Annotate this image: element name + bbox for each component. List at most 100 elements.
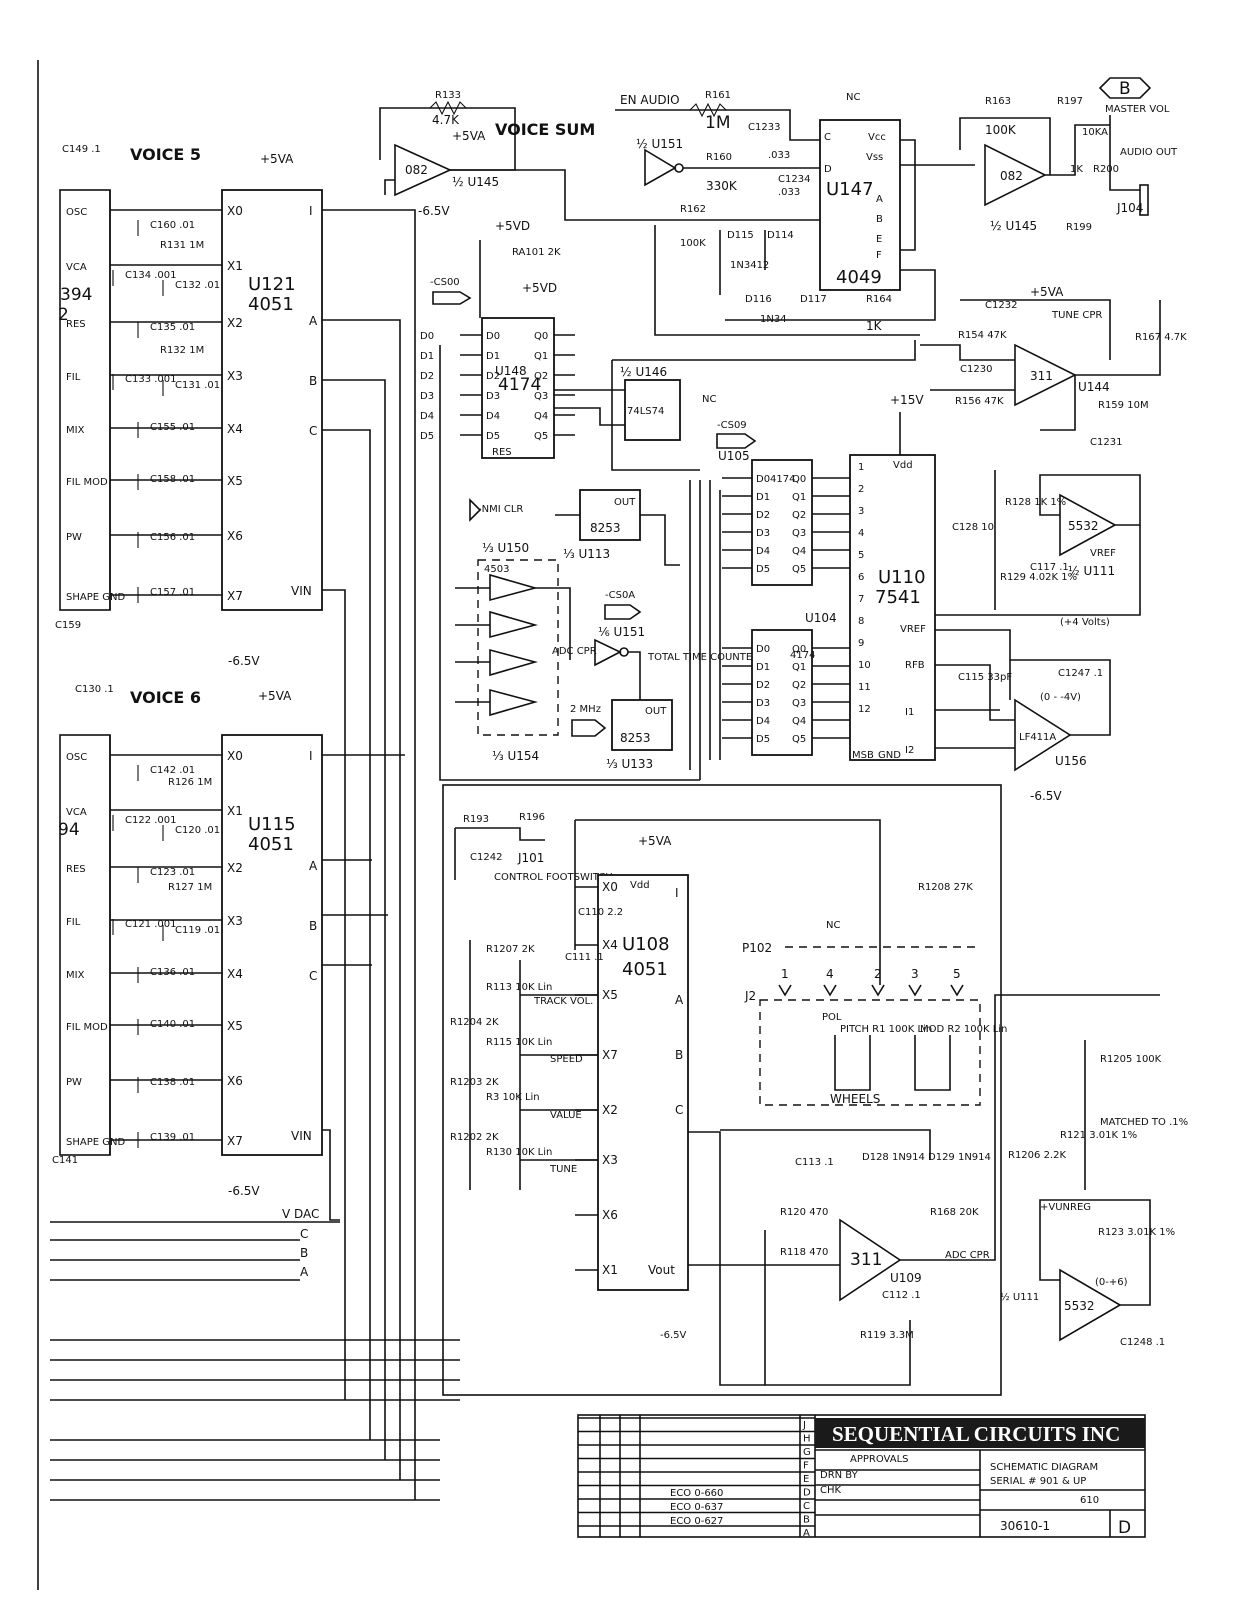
v6mux-pin-x6: X6 [227, 1074, 243, 1088]
bus-label-a: A [300, 1265, 309, 1279]
u148-bus-d5: D5 [420, 431, 434, 442]
u148-bus-d1: D1 [420, 351, 434, 362]
u150-switch-block: ⅓ U150 4503 ⅓ U154 [455, 541, 571, 763]
v5cap-label: C135 .01 [150, 322, 195, 333]
v5cap-label: C160 .01 [150, 220, 195, 231]
left-edge-label-c159: C159 [55, 620, 81, 631]
u147-ref: U147 [826, 179, 874, 200]
pot-label-value: VALUE [550, 1110, 582, 1121]
tb-row-f: F [803, 1461, 809, 1472]
wheels-connector: P102 [742, 941, 772, 955]
dac-pin-number: 5 [858, 550, 864, 561]
u147-chip [819, 119, 901, 291]
voice6-block: VOICE 6 +5VA U115 4051 X0X1X2X3X4X5X6X7 … [59, 684, 323, 1198]
audio-out-jack: J104 [1116, 201, 1143, 215]
counter-block: 8253 ⅓ U113 OUT -NMI CLR 8253 ⅓ U133 OUT… [469, 489, 759, 771]
v5mux-pin-vin: VIN [291, 584, 312, 598]
dac-pin-number: 9 [858, 638, 864, 649]
u148-pin-d1: D1 [486, 351, 500, 362]
u108-pin-i: I [675, 886, 679, 900]
u156-ivconv: LF411A U156 (0 - -4V) C115 33pF C1247 .1… [958, 659, 1111, 803]
tune-cpr-c1232: C1232 [985, 300, 1017, 311]
u105-pins-pin-d2: D2 [756, 510, 770, 521]
u110-chip [849, 454, 936, 761]
u148-pin-d0: D0 [486, 331, 500, 342]
v6mux-pin-vin: VIN [291, 1129, 312, 1143]
u105-pins-pin-d4: D4 [756, 546, 770, 557]
tune-cpr-c1231: C1231 [1090, 437, 1122, 448]
u110-pin-msb: MSB [852, 750, 874, 761]
u110-pin-i2: I2 [905, 745, 914, 756]
voice-sum-label: VOICE SUM [495, 120, 595, 139]
u108-pin-x2: X2 [602, 1103, 618, 1117]
u148-bus-d3: D3 [420, 391, 434, 402]
voice5-cap-c149: C149 .1 [62, 144, 101, 155]
u148-res: RES [492, 447, 512, 458]
r163-value: 100K [985, 123, 1017, 137]
u105-pins-pin-d3: D3 [756, 528, 770, 539]
c1234-ref: C1234 [778, 174, 810, 185]
supply-5vd-2: +5VD [522, 281, 557, 295]
bus-label-c: C [300, 1227, 308, 1241]
v5cap-label: C158 .01 [150, 474, 195, 485]
wheels-mod: MOD R2 100K Lin [920, 1024, 1007, 1035]
v6signal-pw: PW [66, 1077, 82, 1088]
u105-pins-pin-q2: Q2 [792, 510, 806, 521]
u108-pin-x6: X6 [602, 1208, 618, 1222]
u108-pin-x7: X7 [602, 1048, 618, 1062]
vref-r128: R128 1K 1% [1005, 497, 1066, 508]
master-vol-label: MASTER VOL [1105, 104, 1170, 115]
vunreg-range: (0-+6) [1095, 1277, 1128, 1288]
u108-part: 4051 [622, 959, 668, 980]
u133-chip [611, 699, 673, 751]
u105-pins-pin-q0: Q0 [792, 474, 806, 485]
tb-eco-entry: ECO 0-660 [670, 1488, 723, 1499]
wheels-nc: NC [826, 920, 840, 931]
u151-label: ½ U151 [636, 137, 683, 151]
u113-pin-out: OUT [614, 497, 636, 508]
u109-d128: D128 1N914 [862, 1152, 925, 1163]
u156-c115: C115 33pF [958, 672, 1012, 683]
left-edge-label-94: 94 [58, 820, 80, 840]
v5mux-pin-x0: X0 [227, 204, 243, 218]
tb-eco-entry: ECO 0-637 [670, 1502, 723, 1513]
r163-ref: R163 [985, 96, 1011, 107]
v5signal-mix: MIX [66, 425, 85, 436]
u147-pin-e: E [876, 234, 882, 245]
u104-pins-pin-q4: Q4 [792, 716, 806, 727]
tb-row-b: B [803, 1515, 810, 1526]
drawn-by: DRN BY [820, 1470, 859, 1481]
v5mux-pin-a: A [309, 314, 318, 328]
u156-part: LF411A [1019, 732, 1056, 743]
footswitch-r193: R193 [463, 814, 489, 825]
tune-cpr-label: TUNE CPR [1051, 310, 1102, 321]
tune-cpr-r159: R159 10M [1098, 400, 1149, 411]
voice-sum-opamp: 082 [405, 163, 428, 177]
v5mux-pin-x5: X5 [227, 474, 243, 488]
d114-label: D114 [767, 230, 794, 241]
dac-pin-number: 11 [858, 682, 871, 693]
u147-pin-d: D [824, 164, 832, 175]
u147-part: 4049 [836, 267, 882, 288]
voice-sum-r-value: 4.7K [432, 113, 460, 127]
diode-1n3412-label: 1N3412 [730, 260, 769, 271]
v5cap-label: C156 .01 [150, 532, 195, 543]
u105-ref: U105 [718, 449, 750, 463]
pot-fixed-1204: R1204 2K [450, 1017, 499, 1028]
pot-label-speed: SPEED [550, 1054, 583, 1065]
master-vol-value: 10KA [1082, 127, 1108, 138]
r162-value: 100K [680, 238, 706, 249]
vref-ref: ½ U111 [1068, 564, 1115, 578]
u147-pin-b: B [876, 214, 883, 225]
u148-pin-q1: Q1 [534, 351, 548, 362]
u104-part: 4174 [790, 650, 815, 661]
c1233-value: .033 [768, 150, 790, 161]
dac-pin-number: 4 [858, 528, 864, 539]
footswitch-r196: R196 [519, 812, 545, 823]
wheel-pin-5: 5 [953, 967, 961, 981]
u148-part: 4174 [498, 375, 541, 395]
u104-chip [751, 629, 813, 756]
voice6-title: VOICE 6 [130, 688, 201, 707]
